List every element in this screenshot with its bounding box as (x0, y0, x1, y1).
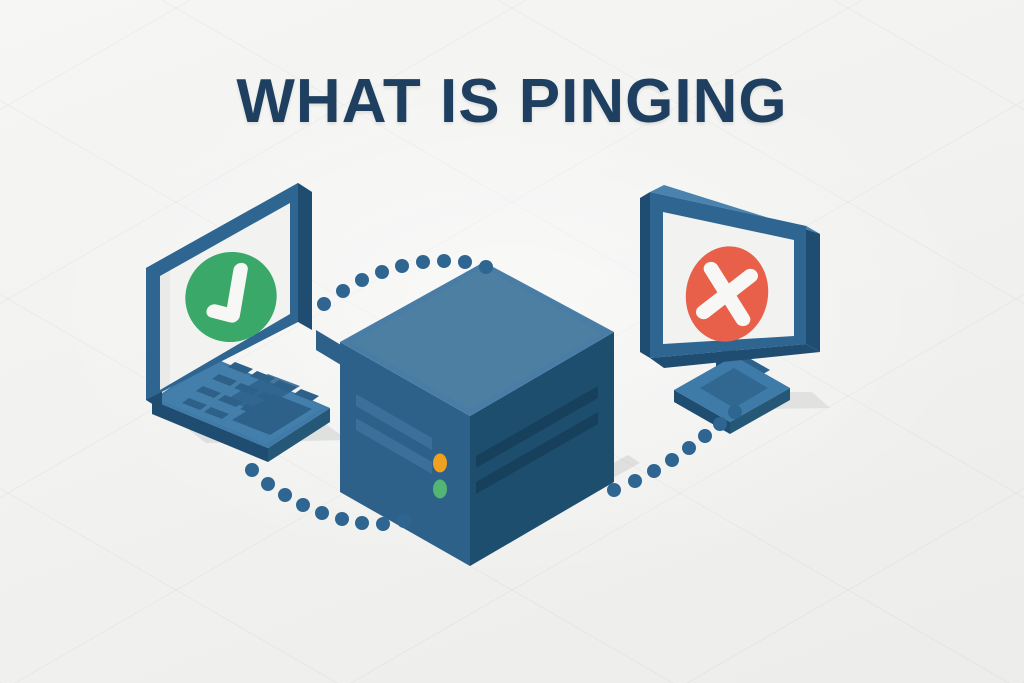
connection-server-monitor-lower (607, 405, 742, 497)
server-status-leds (433, 453, 447, 499)
server-slots-right (476, 386, 598, 494)
device-monitor[interactable] (640, 185, 820, 434)
page-title: WHAT IS PINGING (236, 67, 788, 136)
led-orange-icon (433, 453, 447, 473)
server-slots-left (356, 394, 432, 474)
laptop-keyboard (182, 362, 319, 435)
led-green-icon (433, 479, 447, 499)
connection-laptop-server-lower (245, 463, 411, 531)
x-circle-icon (685, 246, 769, 342)
check-circle-icon (185, 251, 277, 343)
device-server[interactable] (316, 262, 614, 566)
connection-laptop-server-upper (317, 254, 493, 311)
device-laptop[interactable] (146, 183, 330, 462)
